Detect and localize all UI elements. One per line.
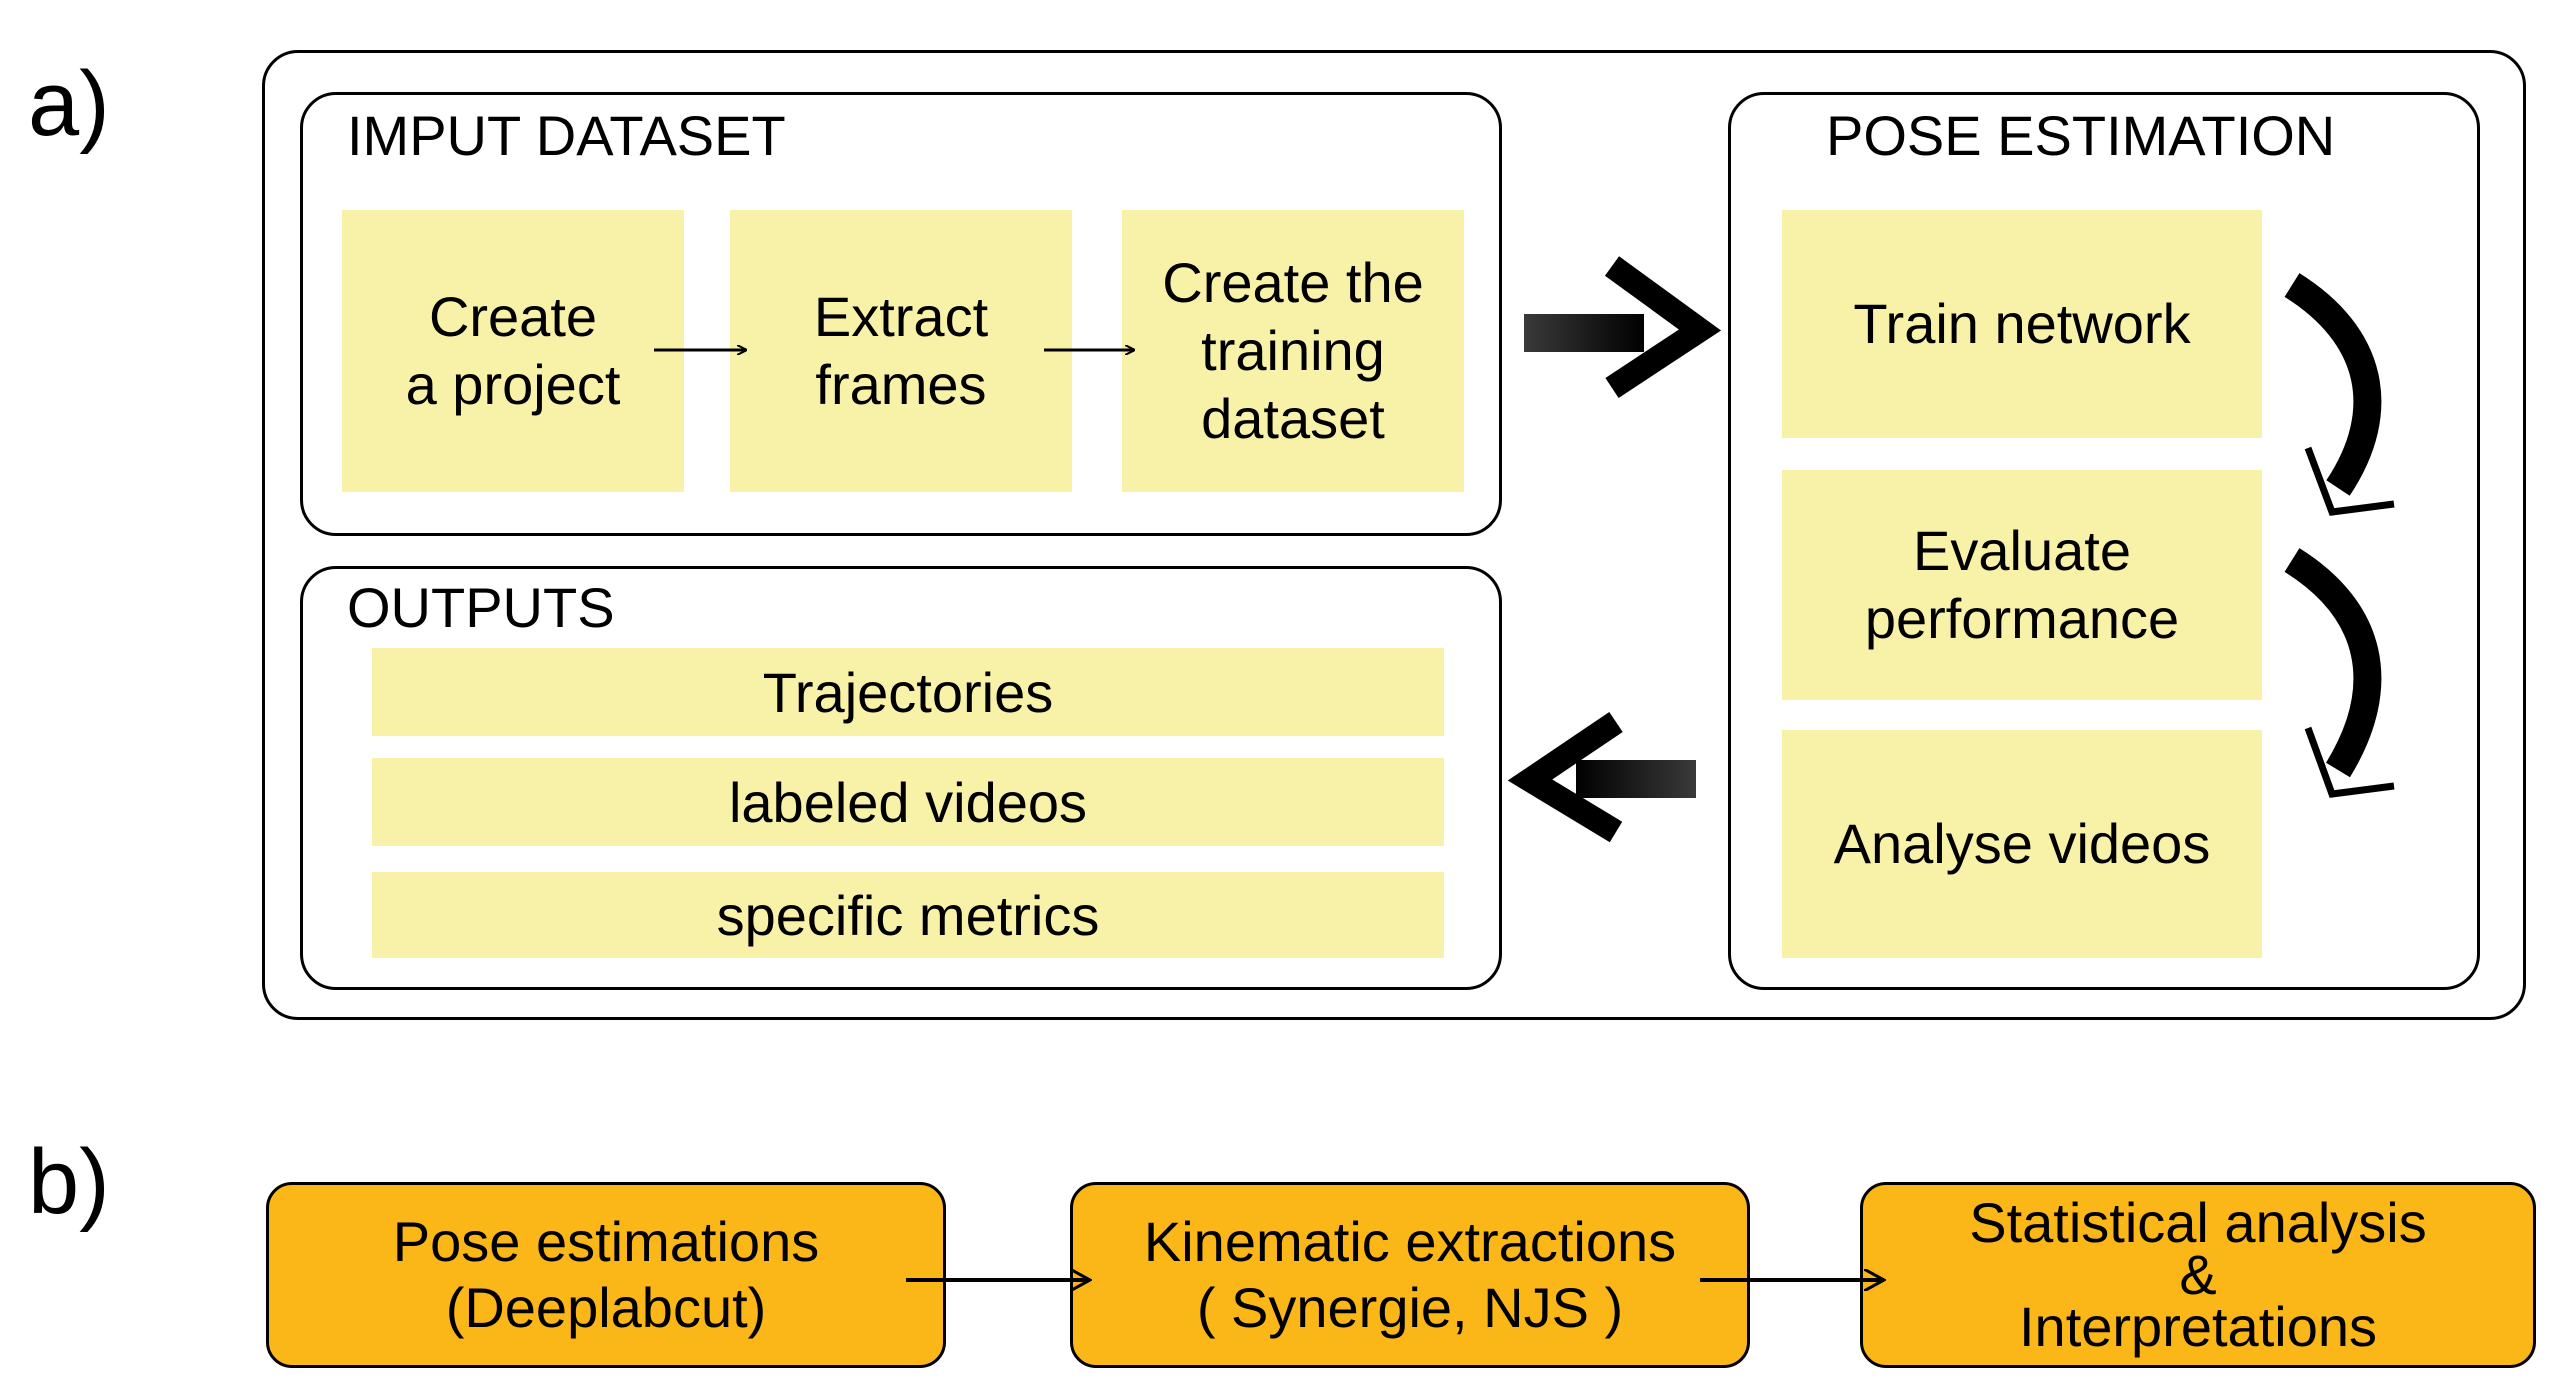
big-arrow-right [1524,256,1722,399]
step-extract-frames-line-2: frames [815,353,987,416]
step-training-line-3: dataset [1201,387,1385,450]
pipeline-kinematic-line-2: ( Synergie, NJS ) [1196,1276,1624,1339]
step-training-line-1: Create the [1162,251,1424,314]
pose-estimation-title: POSE ESTIMATION [1826,104,2336,167]
big-arrow-left [1507,712,1696,843]
output-labeled-videos: labeled videos [372,758,1444,846]
step-create-project: Create a project [342,210,684,492]
panel-a-label: a) [28,53,110,155]
curved-arrow-train-to-evaluate [2284,273,2395,516]
step-analyse-videos: Analyse videos [1782,730,2262,958]
pipeline-kinematic-extractions: Kinematic extractions ( Synergie, NJS ) [1070,1182,1750,1368]
step-evaluate-line-2: performance [1864,587,2180,650]
step-create-training-dataset: Create the training dataset [1122,210,1464,492]
step-train-network: Train network [1782,210,2262,438]
pipeline-statistical-analysis: Statistical analysis & Interpretations [1860,1182,2536,1368]
step-training-line-2: training [1201,319,1385,382]
output-trajectories: Trajectories [372,648,1444,736]
pipeline-pose-line-2: (Deeplabcut) [445,1276,767,1339]
panel-b-label: b) [28,1131,110,1233]
step-create-project-line-1: Create [428,285,598,348]
output-specific-metrics: specific metrics [372,872,1444,958]
pipeline-pose-line-1: Pose estimations [392,1210,820,1273]
pipeline-stats-line-1: Statistical analysis [1969,1191,2427,1254]
step-analyse-videos-line-1: Analyse videos [1833,812,2211,875]
curved-arrow-evaluate-to-analyse [2284,548,2395,798]
outputs-title: OUTPUTS [347,576,615,639]
pipeline-stats-line-2: & [2179,1243,2217,1306]
step-extract-frames-line-1: Extract [813,285,989,348]
step-create-project-line-2: a project [405,353,621,416]
step-evaluate-line-1: Evaluate [1913,519,2131,582]
input-dataset-title: IMPUT DATASET [347,104,786,167]
pipeline-stats-line-3: Interpretations [2019,1295,2377,1358]
pipeline-kinematic-line-1: Kinematic extractions [1143,1210,1677,1273]
step-extract-frames: Extract frames [730,210,1072,492]
pipeline-pose-estimations: Pose estimations (Deeplabcut) [266,1182,946,1368]
step-train-network-line-1: Train network [1853,292,2191,355]
step-evaluate-performance: Evaluate performance [1782,470,2262,700]
